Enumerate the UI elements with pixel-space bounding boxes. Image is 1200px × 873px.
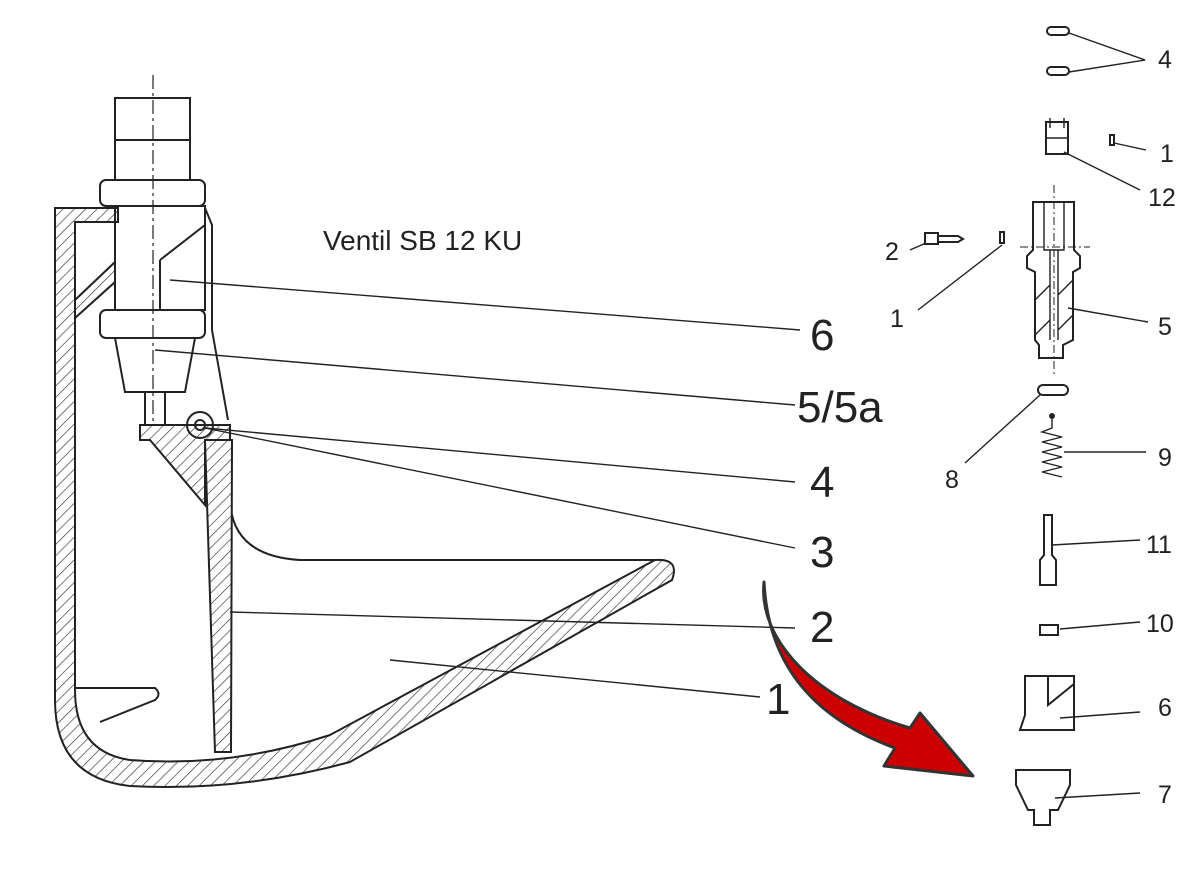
bolt-part bbox=[1039, 514, 1057, 586]
pin-part bbox=[999, 231, 1005, 244]
washer-part bbox=[1037, 384, 1069, 396]
assembly-drawing: Ventil SB 12 KU 6 5/5a 4 3 2 bbox=[54, 75, 883, 788]
lever-arm bbox=[139, 424, 231, 508]
part-label-1-top: 1 bbox=[1160, 140, 1174, 168]
valve-body-part bbox=[1026, 201, 1081, 359]
pivot-pin bbox=[194, 419, 206, 431]
part-label-9: 9 bbox=[1158, 444, 1172, 472]
lever bbox=[203, 439, 234, 753]
label-1: 1 bbox=[766, 675, 790, 724]
part-label-11: 11 bbox=[1146, 531, 1172, 559]
nozzle-cone bbox=[113, 337, 197, 393]
label-6: 6 bbox=[810, 311, 834, 360]
part-label-5: 5 bbox=[1158, 313, 1172, 341]
part-label-6: 6 bbox=[1158, 694, 1172, 722]
sleeve-part bbox=[1039, 624, 1059, 636]
pivot-icon bbox=[186, 411, 214, 439]
bracket-gusset bbox=[75, 687, 160, 723]
label-3: 3 bbox=[810, 528, 834, 577]
part-label-8: 8 bbox=[945, 466, 959, 494]
part-label-2: 2 bbox=[885, 238, 899, 266]
red-arrow-icon bbox=[762, 580, 975, 778]
screw-part bbox=[924, 232, 965, 245]
bracket-wall bbox=[54, 207, 675, 788]
nozzle-part bbox=[1015, 769, 1071, 826]
wedge-part bbox=[1018, 675, 1075, 731]
assembly-leaders bbox=[154, 279, 801, 698]
diagram-title: Ventil SB 12 KU bbox=[323, 225, 522, 256]
part-label-12: 12 bbox=[1148, 184, 1176, 212]
seal-part bbox=[1046, 66, 1070, 76]
label-2: 2 bbox=[810, 603, 834, 652]
housing-cut bbox=[159, 224, 206, 310]
spring-ball bbox=[1049, 413, 1055, 419]
exploded-parts: 4 12 1 5 2 1 8 9 11 10 6 bbox=[885, 26, 1176, 826]
part-label-1-side: 1 bbox=[890, 305, 904, 333]
part-label-7: 7 bbox=[1158, 781, 1172, 809]
pin-part bbox=[1109, 134, 1115, 146]
label-4: 4 bbox=[810, 458, 834, 507]
housing-post bbox=[204, 207, 655, 561]
seal-part bbox=[1046, 26, 1070, 36]
valve-stem bbox=[144, 391, 166, 426]
spring-part bbox=[1039, 419, 1063, 478]
part-label-10: 10 bbox=[1146, 610, 1174, 638]
part-label-4: 4 bbox=[1158, 46, 1172, 74]
label-5-5a: 5/5a bbox=[797, 383, 883, 432]
